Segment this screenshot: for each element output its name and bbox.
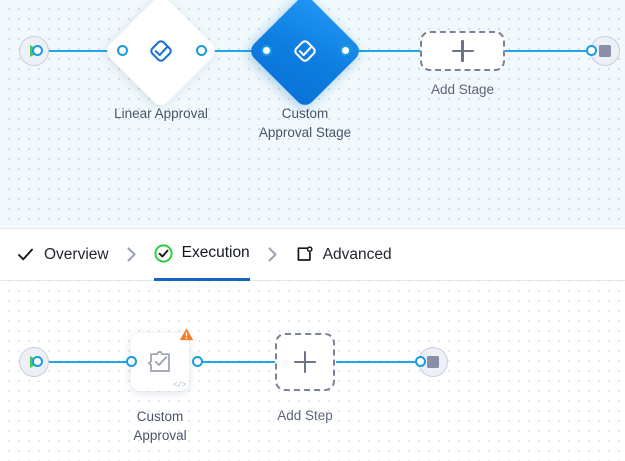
tab-execution-label: Execution xyxy=(181,244,250,261)
edge-start-to-stage1 xyxy=(38,50,123,52)
step-flow-canvas[interactable]: </> Custom Approval Add Step xyxy=(0,281,625,461)
port-step-end-in[interactable] xyxy=(415,356,426,367)
port-step1-in[interactable] xyxy=(126,356,137,367)
step-node-custom-approval[interactable]: </> xyxy=(131,328,194,391)
stop-icon xyxy=(427,356,439,368)
add-stage-button[interactable] xyxy=(420,31,505,71)
check-circle-icon xyxy=(154,243,173,263)
port-stage1-out[interactable] xyxy=(196,45,207,56)
tab-bar: Overview Execution Advanced xyxy=(0,228,625,281)
add-step-label: Add Step xyxy=(277,408,333,423)
edge-stage1-to-stage2 xyxy=(200,50,272,52)
edge-addstage-to-end xyxy=(505,50,590,52)
edge-addstep-to-end xyxy=(336,361,421,363)
port-stage1-in[interactable] xyxy=(117,45,128,56)
port-stage2-in[interactable] xyxy=(261,45,272,56)
port-step1-out[interactable] xyxy=(192,356,203,367)
window-settings-icon xyxy=(295,245,314,264)
stage-node-linear-approval[interactable] xyxy=(103,0,219,109)
add-step-button[interactable] xyxy=(275,333,335,391)
port-step-start-out[interactable] xyxy=(32,356,43,367)
edge-step1-to-addstep xyxy=(196,361,276,363)
approval-diamond-icon xyxy=(294,40,316,62)
step-label-custom-approval: Custom Approval xyxy=(133,409,187,443)
port-stage2-out[interactable] xyxy=(340,45,351,56)
tab-overview[interactable]: Overview xyxy=(16,229,109,281)
port-end-in[interactable] xyxy=(586,45,597,56)
tab-overview-label: Overview xyxy=(44,245,109,263)
stage-flow-canvas[interactable]: Linear Approval Custom Approval Stage Ad… xyxy=(0,0,625,228)
code-icon: </> xyxy=(173,381,186,390)
stage-label-linear-approval: Linear Approval xyxy=(114,106,208,121)
edge-start-to-step1 xyxy=(38,361,130,363)
tab-execution[interactable]: Execution xyxy=(153,229,250,281)
stage-label-custom-approval-stage: Custom Approval Stage xyxy=(258,106,352,140)
plus-icon-vertical xyxy=(461,40,464,62)
stage-node-custom-approval-stage[interactable] xyxy=(247,0,363,109)
edge-stage2-to-addstage xyxy=(343,50,421,52)
tab-advanced[interactable]: Advanced xyxy=(295,229,392,281)
add-stage-label: Add Stage xyxy=(430,82,495,97)
chevron-right-icon xyxy=(125,246,138,263)
check-icon xyxy=(16,245,35,264)
approval-diamond-icon xyxy=(150,40,172,62)
stop-icon xyxy=(599,45,611,57)
plus-icon-vertical xyxy=(303,351,307,373)
warning-triangle-icon xyxy=(179,328,194,341)
tab-advanced-label: Advanced xyxy=(322,245,392,263)
task-check-icon xyxy=(148,351,170,372)
chevron-right-icon-2 xyxy=(266,246,279,263)
port-start-out[interactable] xyxy=(32,45,43,56)
